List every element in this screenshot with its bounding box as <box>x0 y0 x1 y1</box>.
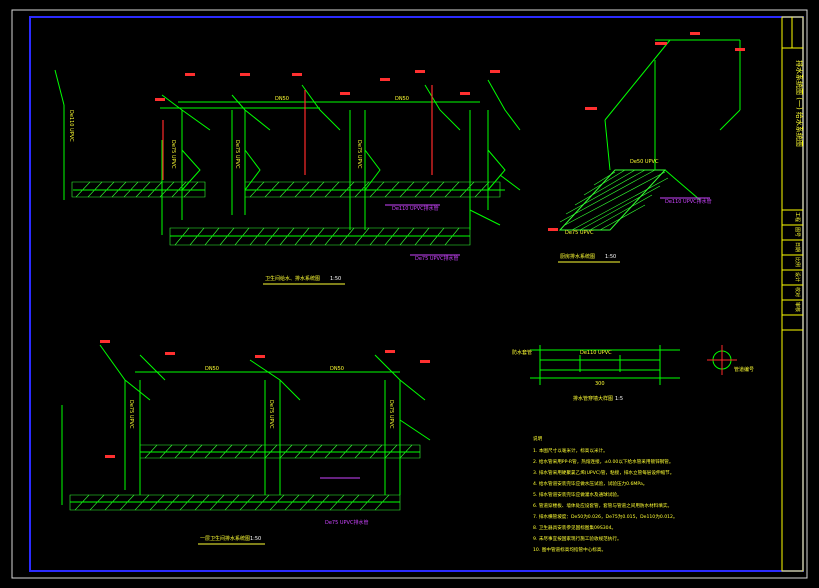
detail-dimension: 300 <box>595 381 605 387</box>
note-item: 10. 图中管道标高均指管中心标高。 <box>533 546 606 553</box>
caption-detail-scale: 1:5 <box>615 396 623 402</box>
note-item: 2. 给水管采用PP-R管，热熔连接，±0.00以下给水管采用镀锌钢管。 <box>533 458 673 465</box>
red-level-marks <box>100 32 745 458</box>
note-item: 1. 本图尺寸以毫米计，标高以米计。 <box>533 447 608 454</box>
caption-detail: 排水管穿墙大样图 <box>573 395 613 402</box>
pipe-label: De75 UPVC <box>356 140 362 169</box>
title-block-cell-2: 日期 <box>794 242 800 252</box>
system-diagram-1 <box>54 69 521 246</box>
pipe-number-symbol: 管道编号 <box>707 345 754 375</box>
note-item: 6. 管道穿楼板、墙体处应设套管，套管与管道之间用防水材料填实。 <box>533 502 672 509</box>
pipe-label: De110 UPVC <box>68 110 74 142</box>
annotation-note: De75 UPVC排水管 <box>325 519 368 526</box>
title-block-cell-3: 比例 <box>794 257 801 267</box>
pipe-number-symbol-label: 管道编号 <box>734 366 754 373</box>
pipe-label: De75 UPVC <box>128 400 134 429</box>
pipe-label: De75 UPVC <box>388 400 394 429</box>
pipe-labels: DN50 DN50 De110 UPVC De75 UPVC De75 UPVC… <box>68 96 659 429</box>
pipe-label: DN50 <box>205 366 219 372</box>
caption-diagram-2: 厨房排水系统图 <box>560 253 595 260</box>
title-block-cell-1: 图号 <box>794 227 800 237</box>
detail-drawing <box>530 345 680 385</box>
pipe-label: De75 UPVC <box>234 140 240 169</box>
annotation-note: De75 UPVC排水管 <box>415 255 458 262</box>
note-item: 9. 未尽事宜按国家现行施工验收规范执行。 <box>533 535 622 542</box>
caption-diagram-1-scale: 1:50 <box>330 276 341 282</box>
pipe-label: De75 UPVC <box>268 400 274 429</box>
caption-diagram-2-scale: 1:50 <box>605 254 616 260</box>
detail-label-mid: De110 UPVC <box>580 350 612 356</box>
outer-frame <box>11 9 808 579</box>
red-risers-1 <box>162 85 433 180</box>
notes-heading: 说明 <box>533 435 543 442</box>
pipe-label: De75 UPVC <box>170 140 176 169</box>
note-item: 4. 给水管道安装完毕应做水压试验，试验压力0.6MPa。 <box>533 480 647 487</box>
caption-diagram-3: 一层卫生间排水系统图 <box>200 535 250 542</box>
note-item: 7. 排水横管坡度：De50为0.026，De75为0.015，De110为0.… <box>533 513 678 520</box>
pipe-label: De75 UPVC <box>565 230 594 236</box>
note-item: 5. 排水管道安装完毕应做灌水及通球试验。 <box>533 491 622 498</box>
annotation-note: De110 UPVC排水管 <box>392 205 439 212</box>
detail-label-left: 防水套管 <box>512 349 532 356</box>
pipe-label: DN50 <box>395 96 409 102</box>
title-block-vertical-title: 排水系统图 (一) 给水系统图 <box>795 60 804 147</box>
title-block-cell-4: 设计 <box>794 272 801 282</box>
caption-diagram-1: 卫生间给水、排水系统图 <box>265 275 320 282</box>
title-block-cell-0: 工程 <box>794 212 801 222</box>
pipe-label: De50 UPVC <box>630 159 659 165</box>
title-block: 排水系统图 (一) 给水系统图 工程 图号 日期 比例 设计 校对 审核 <box>781 16 804 572</box>
note-item: 8. 卫生器具安装参见国标图集09S304。 <box>533 524 616 531</box>
design-notes: 说明 1. 本图尺寸以毫米计，标高以米计。 2. 给水管采用PP-R管，热熔连接… <box>533 435 678 553</box>
note-item: 3. 排水管采用硬聚氯乙烯(UPVC)管，粘接，排水立管每层设伸缩节。 <box>533 469 674 476</box>
annotations: De110 UPVC排水管 De75 UPVC排水管 De110 UPVC排水管… <box>320 197 712 526</box>
title-block-cell-6: 审核 <box>794 302 801 312</box>
pipe-label: DN50 <box>330 366 344 372</box>
pipe-label: DN50 <box>275 96 289 102</box>
captions: 卫生间给水、排水系统图 1:50 厨房排水系统图 1:50 一层卫生间排水系统图… <box>198 253 623 545</box>
annotation-note: De110 UPVC排水管 <box>665 198 712 205</box>
system-diagram-2 <box>558 39 741 231</box>
system-diagram-3 <box>61 344 431 511</box>
title-block-cell-5: 校对 <box>794 287 801 297</box>
caption-diagram-3-scale: 1:50 <box>250 536 261 542</box>
